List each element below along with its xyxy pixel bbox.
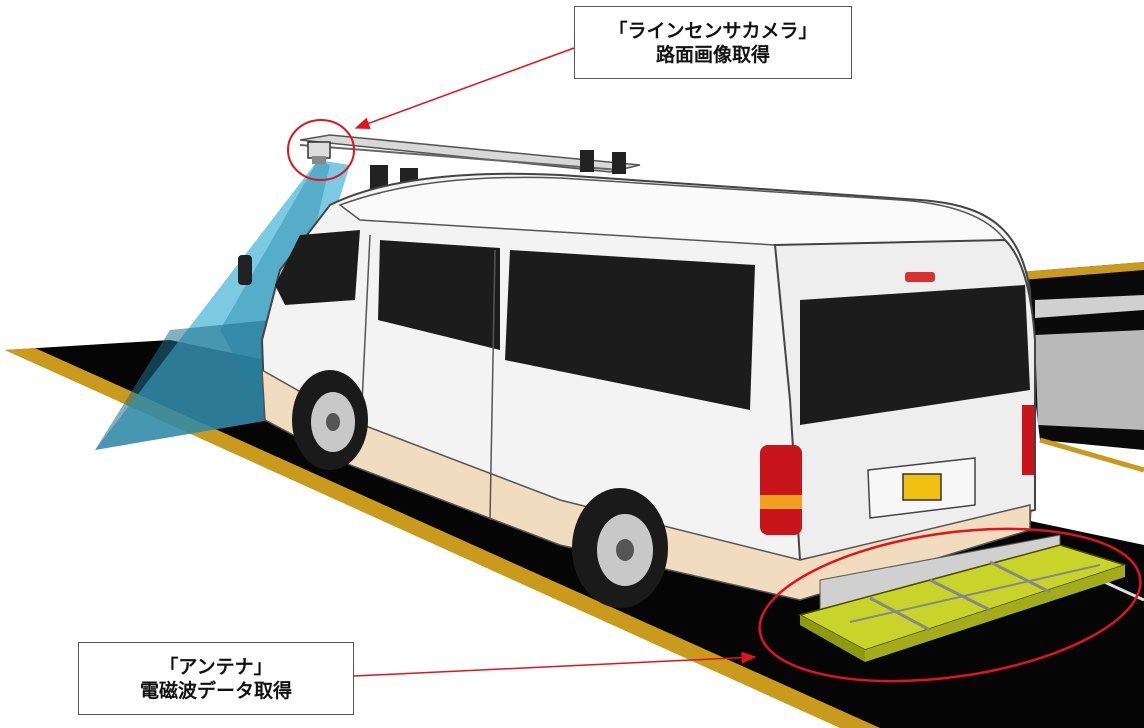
- antenna-callout: 「アンテナ」 電磁波データ取得: [78, 642, 354, 715]
- rear-wheel: [572, 488, 668, 608]
- antenna-callout-title: 「アンテナ」: [159, 656, 273, 678]
- camera-callout-title: 「ラインセンサカメラ」: [608, 20, 818, 42]
- camera-callout: 「ラインセンサカメラ」 路面画像取得: [574, 6, 852, 79]
- camera-leader-line: [354, 47, 575, 129]
- camera-highlight-ellipse: [287, 119, 355, 181]
- antenna-highlight-ellipse: [758, 527, 1142, 683]
- camera-beam: [95, 160, 350, 450]
- van-illustration: [238, 134, 1037, 608]
- antenna-callout-description: 電磁波データ取得: [139, 680, 292, 702]
- gpr-antenna-icon: [797, 534, 1128, 662]
- front-wheel: [292, 370, 368, 470]
- antenna-leader-line: [353, 651, 757, 677]
- line-sensor-camera-icon: [307, 141, 331, 164]
- camera-callout-description: 路面画像取得: [655, 44, 770, 66]
